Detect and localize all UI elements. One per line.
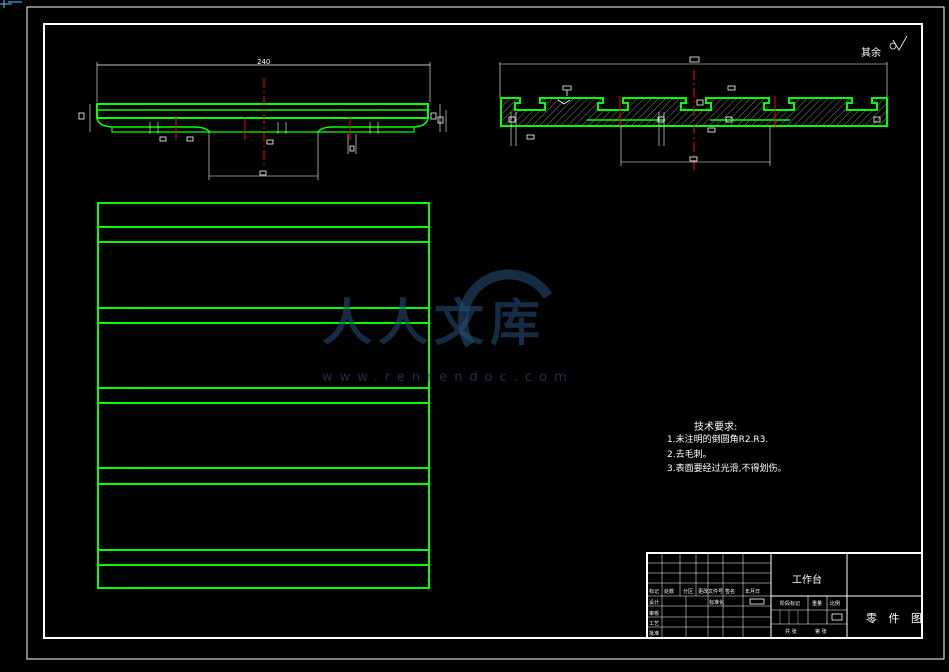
tb-cell: 重量 [812, 601, 823, 607]
tech-req-item: 1.未注明的倒圆角R2.R3. [667, 435, 769, 445]
watermark-text: 人人文库 [322, 293, 546, 352]
tech-req-item: 3.表面要经过光滑,不得划伤。 [667, 464, 787, 474]
inner-border [43, 23, 923, 639]
tb-cell: 工艺 [649, 621, 660, 627]
tb-cell: 更改文件号 [698, 589, 724, 595]
section-view [499, 35, 908, 170]
tb-cell: 批准 [649, 631, 660, 637]
tb-cell: 标准化 [709, 600, 725, 606]
plan-view [97, 202, 430, 589]
drawing-type: 零 件 图 [866, 612, 926, 625]
dimension-240: 240 [257, 58, 271, 66]
tb-cell: 处数 [664, 589, 675, 595]
tb-cell: 签名 [725, 589, 736, 595]
outer-border [26, 6, 945, 660]
watermark-logo-icon [457, 269, 553, 348]
front-view [78, 62, 447, 180]
tech-req-item: 2.去毛刺。 [667, 450, 712, 460]
tb-cell: 第 张 [815, 629, 827, 635]
part-name: 工作台 [792, 575, 822, 586]
tb-cell: 审核 [649, 611, 660, 617]
title-block [646, 552, 923, 639]
tech-req-title: 技术要求: [694, 422, 738, 433]
tb-cell: 设计 [649, 600, 660, 606]
tb-cell: 比例 [830, 601, 841, 607]
tb-cell: 阶段标记 [780, 601, 801, 607]
corner-mark [0, 0, 22, 8]
roughness-note: 其余 [861, 48, 881, 59]
tb-cell: 共 张 [785, 629, 797, 635]
tb-cell: 分区 [683, 589, 694, 595]
tb-cell: 标记 [649, 589, 660, 595]
watermark-url: www.renrendoc.com [322, 370, 574, 385]
tb-cell: 年月日 [745, 589, 761, 595]
